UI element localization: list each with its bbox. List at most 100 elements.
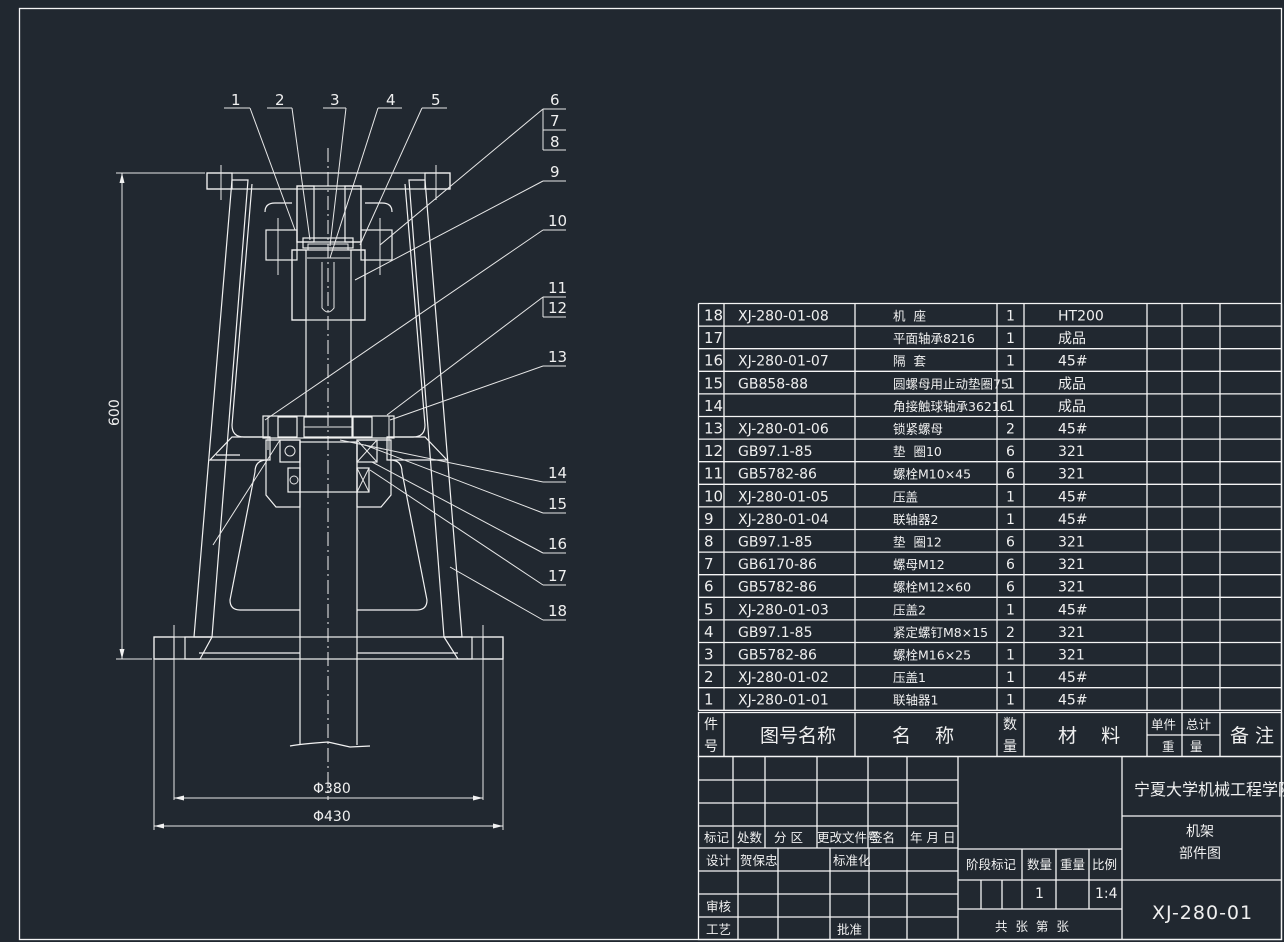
leader-1: 1 bbox=[231, 91, 241, 109]
leader-11: 11 bbox=[548, 279, 567, 297]
part-qty: 1 bbox=[1006, 399, 1015, 415]
part-code: GB97.1-85 bbox=[738, 625, 813, 641]
part-number: 12 bbox=[704, 442, 723, 460]
part-number: 1 bbox=[704, 691, 714, 709]
design-label: 设计 bbox=[706, 853, 731, 868]
part-material: 321 bbox=[1058, 444, 1085, 460]
part-name: 垫 圈10 bbox=[893, 444, 942, 459]
dimensions: 600 Φ380 Φ430 bbox=[107, 172, 504, 830]
part-material: 45# bbox=[1058, 422, 1088, 438]
part-qty: 1 bbox=[1006, 354, 1015, 370]
part-material: 45# bbox=[1058, 602, 1088, 618]
part-code: XJ-280-01-01 bbox=[738, 693, 829, 709]
frame-wall-right bbox=[408, 179, 463, 638]
header-remarks: 备 注 bbox=[1230, 725, 1274, 747]
header-weight-a: 重 bbox=[1162, 739, 1175, 754]
part-code: GB5782-86 bbox=[738, 467, 817, 483]
leader-18: 18 bbox=[548, 602, 567, 620]
part-material: 45# bbox=[1058, 354, 1088, 370]
header-total-weight: 总计 bbox=[1186, 717, 1211, 732]
leader-3: 3 bbox=[330, 91, 340, 109]
part-name: 螺栓M12×60 bbox=[893, 580, 971, 595]
part-qty: 6 bbox=[1006, 467, 1015, 483]
part-code: XJ-280-01-04 bbox=[738, 512, 829, 528]
assembly-section-view bbox=[153, 148, 504, 800]
leader-9: 9 bbox=[550, 163, 560, 181]
part-material: 45# bbox=[1058, 512, 1088, 528]
part-number: 6 bbox=[704, 578, 714, 596]
part-code: GB97.1-85 bbox=[738, 444, 813, 460]
part-name: 联轴器2 bbox=[893, 512, 938, 527]
part-code: XJ-280-01-07 bbox=[738, 354, 829, 370]
stage-label: 阶段标记 bbox=[966, 857, 1017, 872]
part-qty: 1 bbox=[1006, 376, 1015, 392]
part-name: 紧定螺钉M8×15 bbox=[893, 625, 988, 640]
header-weight-b: 量 bbox=[1190, 739, 1203, 754]
part-number: 5 bbox=[704, 600, 714, 618]
part-material: 45# bbox=[1058, 670, 1088, 686]
part-name: 压盖1 bbox=[893, 670, 926, 685]
part-name: 角接触球轴承36216 bbox=[893, 399, 1008, 414]
part-qty: 6 bbox=[1006, 580, 1015, 596]
part-number: 3 bbox=[704, 646, 714, 664]
parts-list-row: 1 XJ-280-01-01 联轴器1 1 45# bbox=[704, 691, 1088, 709]
designer-name: 贺保忠 bbox=[740, 853, 778, 868]
part-number: 10 bbox=[704, 487, 723, 505]
leader-5: 5 bbox=[431, 91, 441, 109]
leader-4: 4 bbox=[386, 91, 396, 109]
drawing-name-2: 部件图 bbox=[1179, 846, 1221, 862]
quantity-value: 1 bbox=[1035, 886, 1044, 902]
part-material: 45# bbox=[1058, 489, 1088, 505]
dimension-outer-diameter: Φ430 bbox=[313, 809, 351, 825]
dimension-inner-diameter: Φ380 bbox=[313, 781, 351, 797]
part-name: 压盖2 bbox=[893, 602, 926, 617]
part-qty: 1 bbox=[1006, 693, 1015, 709]
part-code: GB5782-86 bbox=[738, 648, 817, 664]
frame-wall-left bbox=[193, 179, 249, 638]
part-name: 螺栓M10×45 bbox=[893, 467, 971, 482]
part-code: GB97.1-85 bbox=[738, 535, 813, 551]
part-material: HT200 bbox=[1058, 309, 1104, 325]
header-qty-top: 数 bbox=[1003, 717, 1017, 733]
part-material: 321 bbox=[1058, 580, 1085, 596]
part-number: 17 bbox=[704, 329, 723, 347]
part-material: 成品 bbox=[1058, 331, 1086, 347]
leader-6: 6 bbox=[550, 91, 560, 109]
weight-label: 重量 bbox=[1060, 857, 1085, 872]
rev-header-count: 处数 bbox=[737, 830, 763, 845]
part-number: 15 bbox=[704, 374, 723, 392]
part-qty: 1 bbox=[1006, 309, 1015, 325]
part-code: XJ-280-01-08 bbox=[738, 309, 829, 325]
process-label: 工艺 bbox=[706, 922, 731, 937]
part-material: 45# bbox=[1058, 693, 1088, 709]
part-name: 隔 套 bbox=[893, 354, 926, 369]
part-material: 321 bbox=[1058, 625, 1085, 641]
header-name: 名 称 bbox=[892, 725, 954, 747]
part-code: XJ-280-01-02 bbox=[738, 670, 829, 686]
part-name: 垫 圈12 bbox=[893, 535, 942, 550]
dimension-height: 600 bbox=[107, 399, 123, 426]
part-name: 平面轴承8216 bbox=[893, 331, 975, 346]
review-label: 审核 bbox=[706, 899, 732, 914]
part-number: 9 bbox=[704, 510, 714, 528]
leader-numbers: 1 2 3 4 5 6 7 8 9 10 11 12 13 14 15 16 1… bbox=[231, 91, 567, 620]
part-name: 联轴器1 bbox=[893, 693, 938, 708]
leader-16: 16 bbox=[548, 535, 567, 553]
part-qty: 1 bbox=[1006, 331, 1015, 347]
part-material: 成品 bbox=[1058, 376, 1086, 392]
scale-value: 1:4 bbox=[1095, 886, 1118, 902]
parts-list-header: 件 号 图号名称 名 称 数 量 材 料 单件 总计 重 量 备 注 bbox=[697, 711, 1283, 758]
rev-header-zone: 分 区 bbox=[774, 830, 803, 845]
leader-8: 8 bbox=[550, 133, 560, 151]
institution-name: 宁夏大学机械工程学院 bbox=[1134, 780, 1284, 799]
rev-header-sign: 签名 bbox=[870, 830, 895, 845]
